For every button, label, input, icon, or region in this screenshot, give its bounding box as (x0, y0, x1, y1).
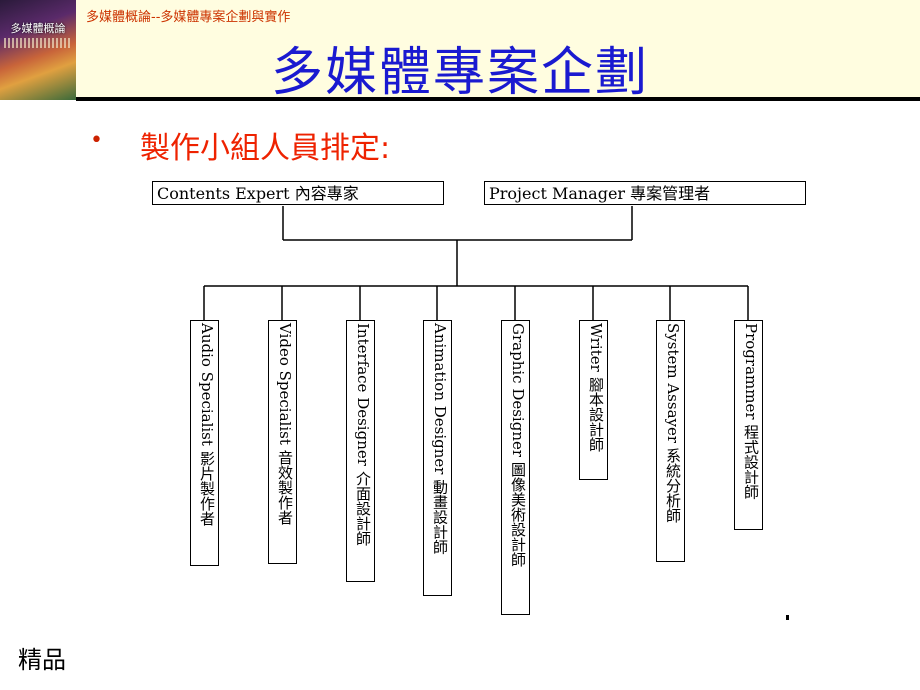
cover-thumbnail: 多媒體概論 (0, 0, 76, 100)
org-box-writer: Writer 腳本設計師 (579, 320, 608, 480)
org-box-graphic-designer: Graphic Designer 圖像美術設計師 (501, 320, 530, 615)
org-box-video-specialist: Video Specialist 音效製作者 (268, 320, 297, 564)
org-box-contents-expert: Contents Expert 內容專家 (152, 181, 444, 205)
org-box-system-assayer: System Assayer 系統分析師 (656, 320, 685, 562)
thumbnail-subtext-decoration (4, 38, 72, 48)
page-title: 多媒體專案企劃 (270, 43, 649, 103)
thumbnail-title: 多媒體概論 (10, 22, 66, 35)
org-box-audio-specialist: Audio Specialist 影片製作者 (190, 320, 219, 566)
org-box-programmer: Programmer 程式設計師 (734, 320, 763, 530)
section-heading: 製作小組人員排定: (140, 131, 391, 166)
stray-mark (786, 615, 789, 620)
org-box-project-manager: Project Manager 專案管理者 (484, 181, 806, 205)
org-box-animation-designer: Animation Designer 動畫設計師 (423, 320, 452, 596)
header-bar (0, 0, 920, 100)
bullet-icon: • (90, 128, 103, 153)
org-box-interface-designer: Interface Designer 介面設計師 (346, 320, 375, 582)
footer-label: 精品 (18, 646, 66, 674)
breadcrumb: 多媒體概論--多媒體專案企劃與實作 (86, 10, 291, 25)
title-divider (76, 97, 920, 101)
